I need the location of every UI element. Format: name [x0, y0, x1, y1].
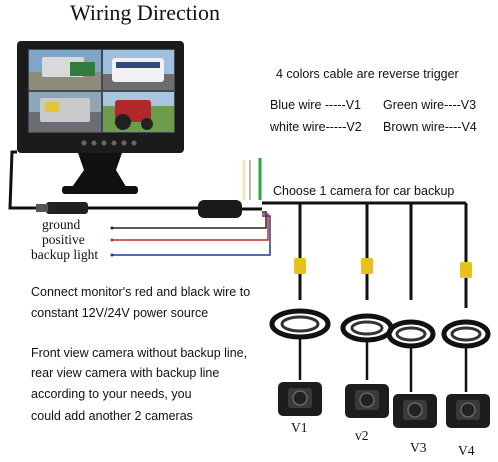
label-ground: ground: [42, 217, 81, 232]
ground-wire: [112, 211, 267, 229]
camera-branch-2: [340, 203, 394, 418]
camera-note-line-2: rear view camera with backup line: [31, 366, 220, 380]
splitter-box: [198, 200, 242, 218]
legend-brown: Brown wire----V4: [383, 120, 477, 134]
backup-note: Choose 1 camera for car backup: [273, 184, 455, 198]
monitor-stand: [70, 153, 128, 190]
camera-note-line-1: Front view camera without backup line,: [31, 346, 248, 360]
camera-branch-4: [441, 203, 491, 428]
monitor: [17, 41, 184, 194]
label-backup-light: backup light: [31, 247, 99, 262]
legend-green: Green wire----V3: [383, 98, 477, 112]
camera-label-v2: v2: [355, 428, 369, 443]
main-cable: [8, 150, 58, 210]
reverse-trigger-note: 4 colors cable are reverse trigger: [276, 67, 459, 81]
camera-label-v4: V4: [458, 443, 475, 458]
camera-note-line-4: could add another 2 cameras: [31, 409, 193, 423]
positive-wire: [112, 213, 269, 241]
legend-white: white wire-----V2: [270, 120, 362, 134]
backup-light-wire: [112, 215, 271, 256]
label-positive: positive: [42, 232, 85, 247]
camera-branch-1: [269, 203, 331, 416]
plug: [46, 202, 88, 214]
camera-note-line-3: according to your needs, you: [31, 387, 192, 401]
camera-branch-3: [386, 203, 437, 428]
power-note-line-2: constant 12V/24V power source: [31, 306, 209, 320]
camera-label-v1: V1: [291, 420, 308, 435]
power-note-line-1: Connect monitor's red and black wire to: [31, 285, 251, 299]
legend-blue: Blue wire -----V1: [270, 98, 361, 112]
page-title: Wiring Direction: [70, 0, 221, 25]
camera-label-v3: V3: [410, 440, 427, 455]
